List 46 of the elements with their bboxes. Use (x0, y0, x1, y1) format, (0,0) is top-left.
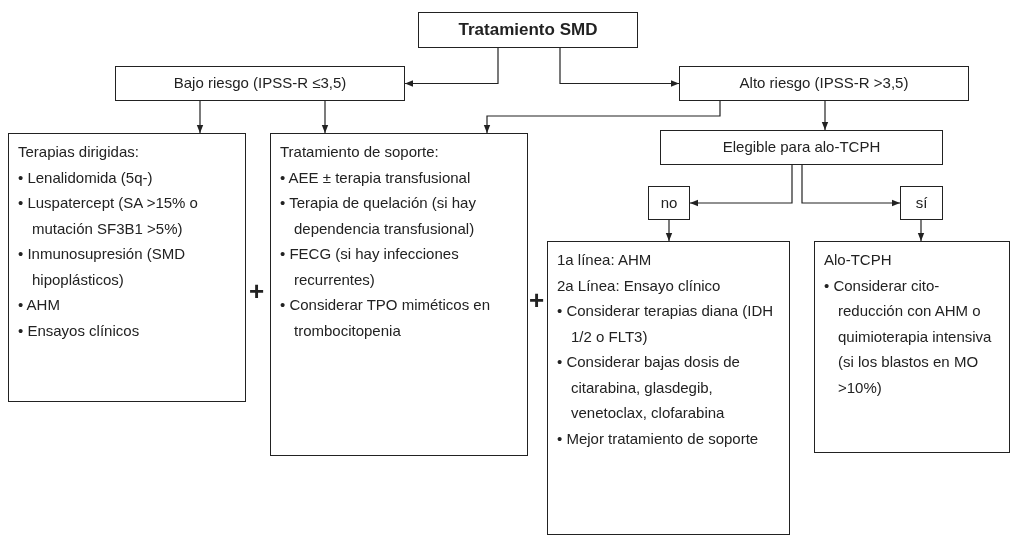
box-text: • Mejor tratamiento de soporte (557, 428, 760, 449)
box-text: • Ensayos clínicos (18, 320, 141, 341)
box-text: • Considerar cito-reducción con AHM o quimioterapia intensiva (si los blastos en MO >10%) (824, 275, 993, 398)
box-text: 1a línea: AHM (557, 250, 653, 270)
arrow (689, 164, 793, 207)
arrow (801, 164, 901, 207)
arrow (559, 47, 680, 87)
box-text: Tratamiento de soporte: (280, 142, 440, 162)
box-text: • Considerar terapias diana (IDH 1/2 o FLT3) (557, 301, 775, 347)
box-text: Bajo riesgo (IPSS-R ≤3,5) (173, 73, 347, 94)
process-box (8, 133, 246, 402)
box-text: • Considerar bajas dosis de citarabina, glasdegib, venetoclax, clofarabina (557, 352, 741, 423)
process-box (270, 133, 528, 456)
arrow (196, 100, 204, 134)
box-text: • AHM (18, 295, 61, 315)
process-box (900, 186, 943, 220)
box-text: 2a Línea: Ensayo clínico (557, 275, 722, 296)
process-box (418, 12, 638, 48)
process-box (814, 241, 1010, 453)
box-text: • Terapia de quelación (si hay dependencia transfusional) (280, 193, 477, 239)
box-text: sí (915, 192, 928, 213)
box-text: Elegible para alo-TCPH (722, 137, 881, 158)
process-box (660, 130, 943, 165)
box-text: • Luspatercept (SA >15% o mutación SF3B1 >5%) (18, 193, 199, 239)
box-text: • AEE ± terapia transfusional (280, 167, 472, 188)
arrow (321, 100, 329, 134)
process-box (547, 241, 790, 535)
box-text: no (660, 192, 678, 213)
box-text: • Lenalidomida (5q-) (18, 167, 154, 188)
box-text: Tratamiento SMD (458, 19, 598, 42)
arrow (404, 47, 499, 87)
box-text: Terapias dirigidas: (18, 142, 140, 162)
box-text: • Inmunosupresión (SMD hipoplásticos) (18, 244, 186, 290)
plus-sign: + (529, 287, 545, 313)
arrow (821, 100, 829, 131)
box-text: • Considerar TPO miméticos en trombocitopenia (280, 295, 492, 341)
arrow (917, 219, 925, 242)
process-box (115, 66, 405, 101)
process-box (679, 66, 969, 101)
arrow (665, 219, 673, 242)
box-text: Alo-TCPH (824, 250, 893, 270)
box-text: • FECG (si hay infecciones recurrentes) (280, 244, 460, 290)
box-text: Alto riesgo (IPSS-R >3,5) (739, 73, 909, 94)
arrow (483, 100, 721, 134)
process-box (648, 186, 690, 220)
plus-sign: + (249, 278, 265, 304)
